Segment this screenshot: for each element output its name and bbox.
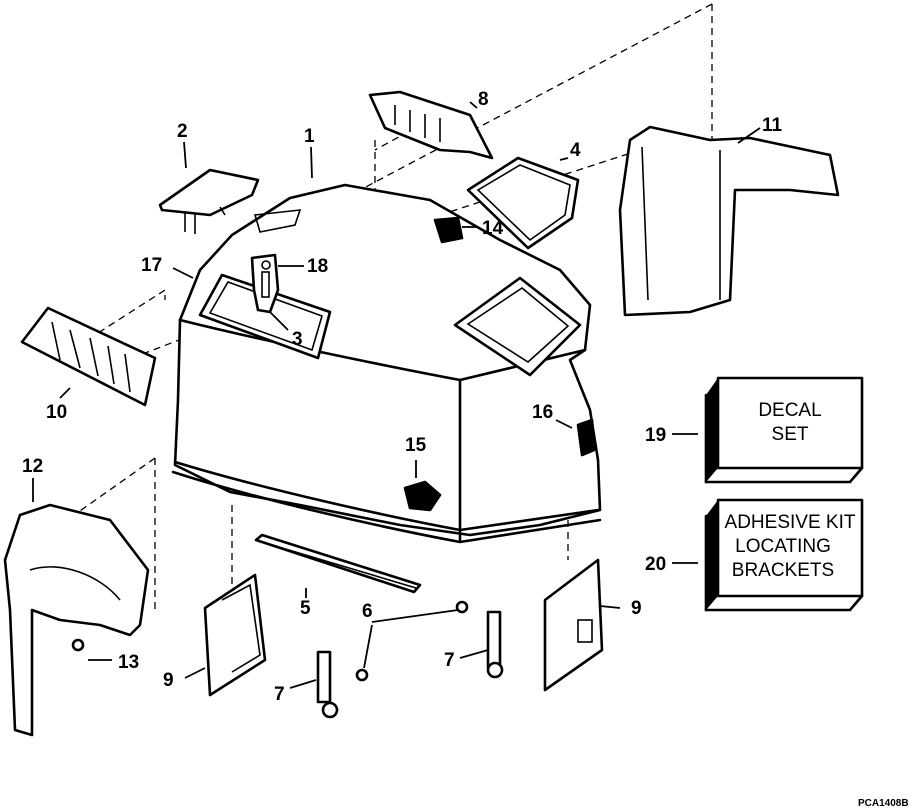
top-cowl <box>171 183 602 544</box>
callout-20: 20 <box>645 554 666 575</box>
callout-labels: 1 2 3 4 5 6 7 7 8 9 9 10 11 12 13 14 15 … <box>22 89 783 705</box>
callout-14: 14 <box>482 218 504 239</box>
callout-12: 12 <box>22 456 43 477</box>
reference-code: PCA1408B <box>858 798 909 809</box>
decal-set-box: DECAL SET <box>704 376 864 484</box>
callout-9a: 9 <box>163 670 174 691</box>
adhesive-line-2: LOCATING <box>735 536 831 557</box>
callout-7a: 7 <box>274 684 285 705</box>
callout-7b: 7 <box>444 650 455 671</box>
vent-grille-10 <box>20 306 157 407</box>
pad-16 <box>576 418 596 457</box>
callout-6: 6 <box>362 601 373 622</box>
plate-9-left <box>203 573 267 697</box>
bracket-7-a <box>316 650 339 719</box>
seal-4 <box>466 156 580 250</box>
callout-1: 1 <box>304 126 315 147</box>
leader-lines <box>32 101 761 689</box>
callout-11: 11 <box>762 115 783 136</box>
callout-17: 17 <box>141 255 162 276</box>
callout-4: 4 <box>570 140 581 161</box>
callout-3: 3 <box>292 329 303 350</box>
pad-14 <box>433 216 464 244</box>
callout-5: 5 <box>300 598 311 619</box>
decal-line-1: DECAL <box>758 400 821 421</box>
adhesive-line-3: BRACKETS <box>732 560 834 581</box>
adhesive-line-1: ADHESIVE KIT <box>725 512 856 533</box>
latch-cover-2 <box>158 168 260 234</box>
rear-cover-11 <box>618 125 840 317</box>
callout-13: 13 <box>118 652 139 673</box>
bracket-18 <box>250 253 280 314</box>
callout-2: 2 <box>177 121 188 142</box>
callout-15: 15 <box>405 435 427 456</box>
callout-18: 18 <box>307 256 328 277</box>
vent-grille-8 <box>368 90 494 160</box>
seal-strip-5 <box>254 533 422 594</box>
callout-10: 10 <box>46 402 67 423</box>
pad-15 <box>403 480 442 512</box>
callout-16: 16 <box>532 402 553 423</box>
adhesive-kit-box: ADHESIVE KIT LOCATING BRACKETS <box>704 498 864 612</box>
screws <box>71 600 469 682</box>
callout-8: 8 <box>478 89 489 110</box>
plate-9-right <box>543 558 604 692</box>
decal-line-2: SET <box>772 424 809 445</box>
bracket-7-b <box>486 610 504 679</box>
side-cover-12 <box>3 503 150 737</box>
callout-19: 19 <box>645 425 666 446</box>
callout-9b: 9 <box>631 598 642 619</box>
